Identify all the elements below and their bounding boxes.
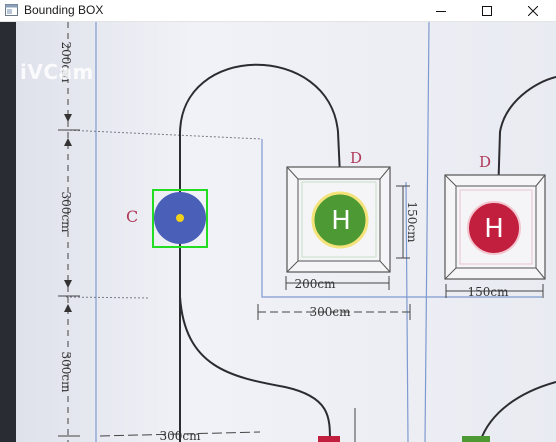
landing-pad-1 [286, 166, 391, 273]
pad-1-width-label: 200cm [294, 277, 336, 291]
vertical-dimension [58, 22, 80, 442]
camera-watermark: iVCam [20, 60, 94, 84]
track-path-bottom [179, 296, 331, 442]
camera-frame: H D H D [0, 22, 556, 442]
bottom-marker-red [318, 436, 340, 442]
track-path-right [497, 76, 556, 198]
center-marker [176, 214, 184, 222]
camera-feed: H D H D [0, 22, 556, 442]
close-button[interactable] [510, 0, 556, 22]
landing-pad-2 [444, 174, 546, 280]
vertical-bottom-label: 300cm [59, 351, 73, 393]
track-path [179, 63, 342, 442]
maximize-icon [482, 6, 492, 16]
bottom-width-label: 300cm [159, 429, 201, 442]
vertical-dimension-arrows [64, 114, 72, 312]
span-width-label: 300cm [309, 305, 351, 319]
minimize-icon [436, 11, 446, 12]
minimize-button[interactable] [418, 0, 464, 22]
target-label: C [126, 207, 138, 226]
pad-2-width-label: 150cm [467, 285, 509, 299]
maximize-button[interactable] [464, 0, 510, 22]
pad-2-label: D [479, 153, 491, 171]
frame-left-edge [0, 22, 16, 442]
pad-2-text: H [484, 214, 504, 244]
vertical-top-label: 200cm [59, 41, 73, 83]
bounding-box [152, 189, 208, 248]
close-icon [528, 6, 538, 16]
pad-1-height-label: 150cm [405, 201, 419, 243]
window-app-icon [5, 4, 18, 16]
title-bar[interactable]: Bounding BOX [0, 0, 556, 22]
bottom-marker-green [462, 436, 490, 442]
window-title: Bounding BOX [24, 3, 104, 17]
pad-1-label: D [350, 149, 362, 167]
pad-1-text: H [331, 206, 351, 236]
vertical-mid-label: 300cm [59, 191, 73, 233]
track-path-right-bottom [479, 381, 556, 442]
pad-dimensions [99, 185, 544, 437]
dotted-lines [65, 129, 263, 299]
